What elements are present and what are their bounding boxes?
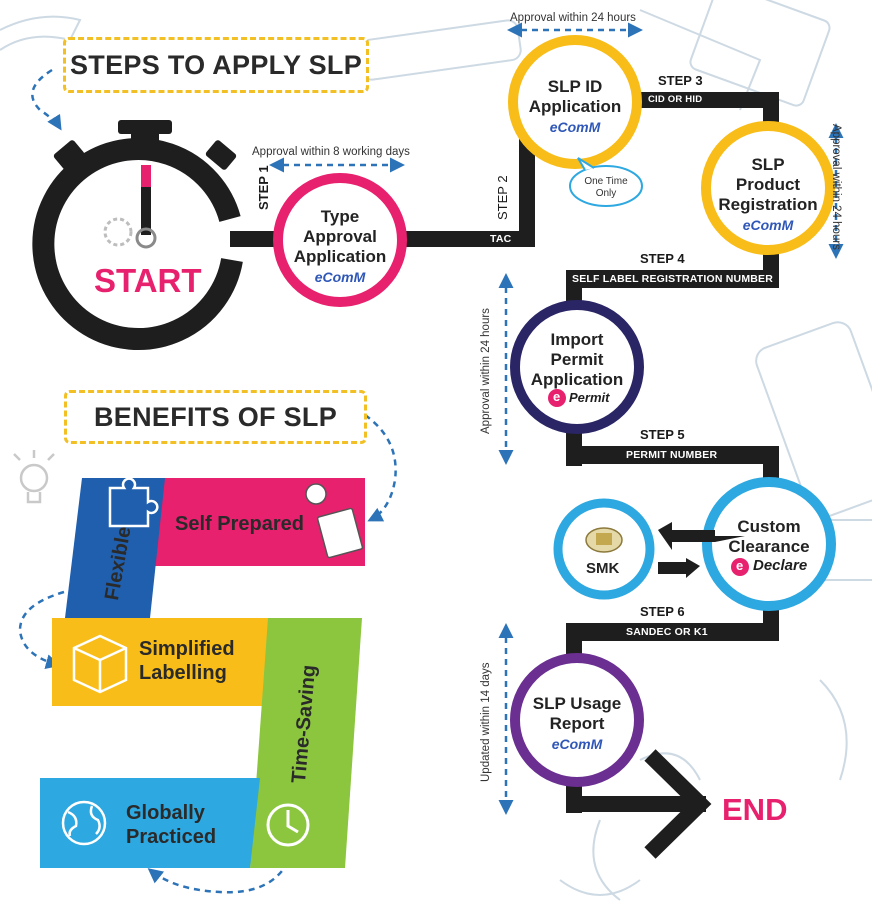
type-approval-system: eComM	[314, 269, 366, 285]
benefits-title-text: BENEFITS OF SLP	[93, 401, 338, 432]
cid-label: CID OR HID	[648, 94, 703, 105]
benefit-globally: Globally Practiced	[126, 801, 216, 849]
e-declare-badge	[731, 558, 749, 576]
tac-label: TAC	[490, 233, 512, 245]
globe-icon	[61, 800, 107, 846]
self-label-number: SELF LABEL REGISTRATION NUMBER	[572, 273, 774, 285]
type-approval-text: Type Approval Application eComM	[283, 207, 397, 287]
benefit-simplified-line2: Labelling	[139, 662, 227, 684]
person-document-icon	[305, 483, 364, 559]
import-permit-system: Permit	[569, 390, 610, 405]
benefit-self-prepared: Self Prepared	[175, 513, 304, 535]
exchange-arrows	[658, 522, 745, 578]
e-declare-letter: e	[736, 558, 744, 573]
benefit-simplified: Simplified Labelling	[139, 637, 235, 685]
benefit-globally-line2: Practiced	[126, 826, 217, 848]
stopwatch-icon	[32, 120, 243, 350]
e-permit-badge	[548, 389, 566, 407]
step3-timing-note: Approval within 24 hours	[830, 124, 842, 250]
product-registration-line1: SLP	[751, 155, 785, 174]
import-permit-line1: Import	[550, 330, 604, 349]
end-label: END	[722, 792, 788, 827]
permit-number-label: PERMIT NUMBER	[626, 449, 718, 461]
lightbulb-icon	[13, 450, 55, 504]
step2-timing-note: Approval within 24 hours	[510, 12, 636, 24]
slp-id-line1: SLP ID	[547, 77, 603, 96]
step-5-label: STEP 5	[640, 427, 685, 442]
slp-id-system: eComM	[549, 119, 601, 135]
one-time-line2: Only	[595, 188, 617, 199]
type-approval-line3: Application	[293, 247, 387, 266]
custom-clearance-line1: Custom	[737, 517, 801, 536]
type-approval-line2: Approval	[303, 227, 377, 246]
slp-id-text: SLP ID Application eComM	[518, 77, 632, 137]
type-approval-circle	[273, 173, 407, 307]
product-registration-text: SLP Product Registration eComM	[711, 155, 825, 235]
step4-timing-note: Approval within 24 hours	[480, 308, 492, 434]
clock-icon	[266, 803, 310, 847]
import-permit-line3: Application	[530, 370, 624, 389]
type-approval-line1: Type	[320, 207, 360, 226]
steps-title: STEPS TO APPLY SLP	[63, 37, 369, 93]
flexible-band	[65, 478, 165, 618]
step-1-label: STEP 1	[256, 165, 271, 210]
end-arrow-head	[644, 749, 712, 859]
custom-clearance-line2: Clearance	[728, 537, 810, 556]
slp-id-line2: Application	[528, 97, 622, 116]
benefits-title: BENEFITS OF SLP	[64, 390, 367, 444]
usage-report-line1: SLP Usage	[532, 694, 622, 713]
timing-arrows	[18, 22, 844, 894]
usage-report-text: SLP Usage Report eComM	[520, 694, 634, 754]
e-permit-letter: e	[553, 389, 561, 404]
usage-report-system: eComM	[551, 736, 603, 752]
product-registration-line2: Product	[735, 175, 801, 194]
import-permit-line2: Permit	[550, 350, 604, 369]
import-permit-circle	[510, 300, 644, 434]
step-4-label: STEP 4	[640, 251, 685, 266]
custom-clearance-system: Declare	[753, 557, 808, 574]
benefit-globally-line1: Globally	[126, 802, 205, 824]
step-2-label: STEP 2	[495, 175, 510, 220]
step-6-label: STEP 6	[640, 604, 685, 619]
benefits-graphic	[13, 450, 365, 868]
one-time-line1: One Time	[584, 176, 628, 187]
custom-clearance-text: Custom Clearance	[712, 517, 826, 557]
start-label: START	[94, 262, 202, 299]
steps-title-text: STEPS TO APPLY SLP	[70, 49, 362, 80]
import-permit-text: Import Permit Application	[520, 330, 634, 390]
product-registration-system: eComM	[742, 217, 794, 233]
one-time-bubble	[569, 157, 643, 207]
box-icon	[72, 634, 128, 694]
usage-report-line2: Report	[549, 714, 605, 733]
product-registration-line3: Registration	[718, 195, 818, 214]
sandec-label: SANDEC OR K1	[626, 626, 708, 638]
globally-band	[40, 778, 260, 868]
step1-timing-note: Approval within 8 working days	[252, 146, 410, 158]
usage-report-circle	[510, 653, 644, 787]
step-3-label: STEP 3	[658, 73, 703, 88]
smk-label: SMK	[586, 560, 620, 577]
slp-id-circle	[508, 35, 642, 169]
crest-icon	[585, 527, 623, 553]
step6-timing-note: Updated within 14 days	[480, 662, 492, 782]
time-saving-band	[250, 618, 362, 868]
one-time-text: One Time Only	[576, 176, 636, 200]
puzzle-icon	[108, 477, 159, 528]
benefit-simplified-line1: Simplified	[139, 638, 235, 660]
